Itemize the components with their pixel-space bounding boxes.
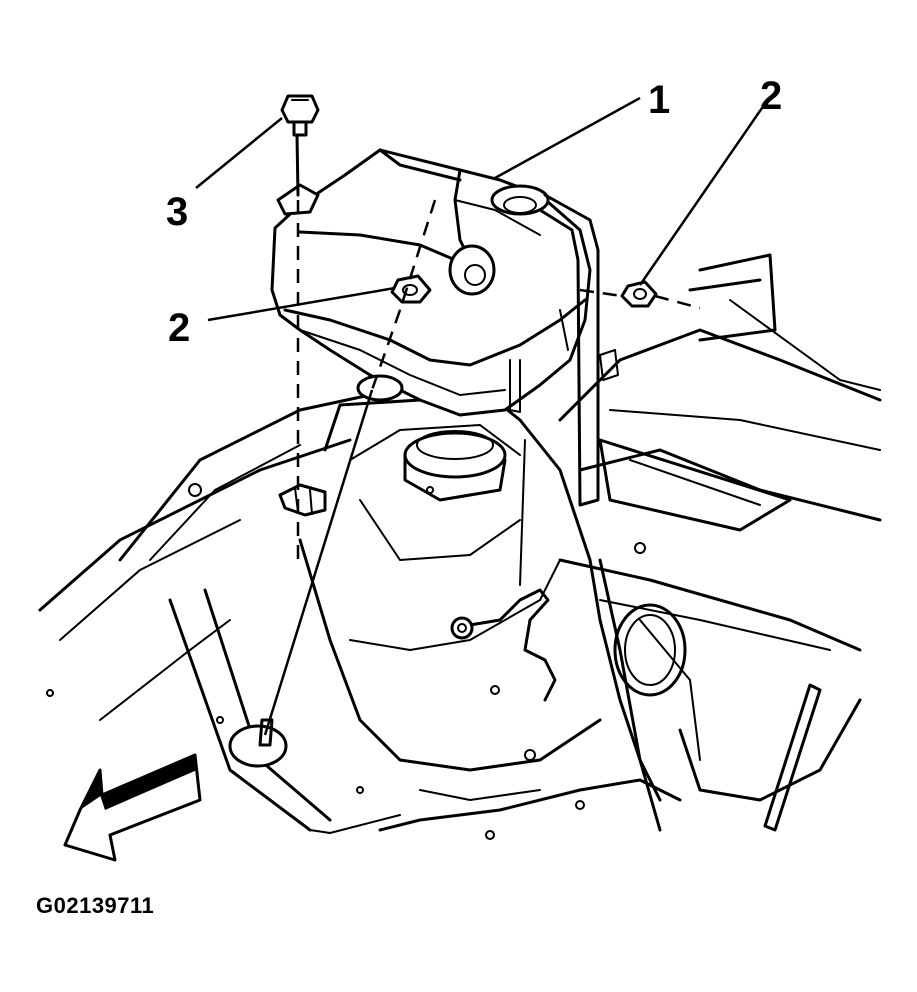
vehicle-body-structure — [38, 253, 882, 840]
leader-lines — [195, 96, 764, 322]
nut-left — [390, 274, 432, 304]
callout-reservoir: 1 — [648, 78, 671, 122]
callout-nut-right: 2 — [760, 74, 783, 118]
callout-nut-left: 2 — [168, 306, 191, 350]
alignment-lines — [263, 199, 701, 736]
coolant-reservoir — [270, 148, 619, 507]
figure-id: G02139711 — [36, 893, 155, 918]
nut-right — [620, 280, 658, 308]
front-arrow-icon — [63, 753, 202, 862]
callout-bolt: 3 — [166, 190, 189, 234]
mounting-bolt — [280, 94, 320, 197]
